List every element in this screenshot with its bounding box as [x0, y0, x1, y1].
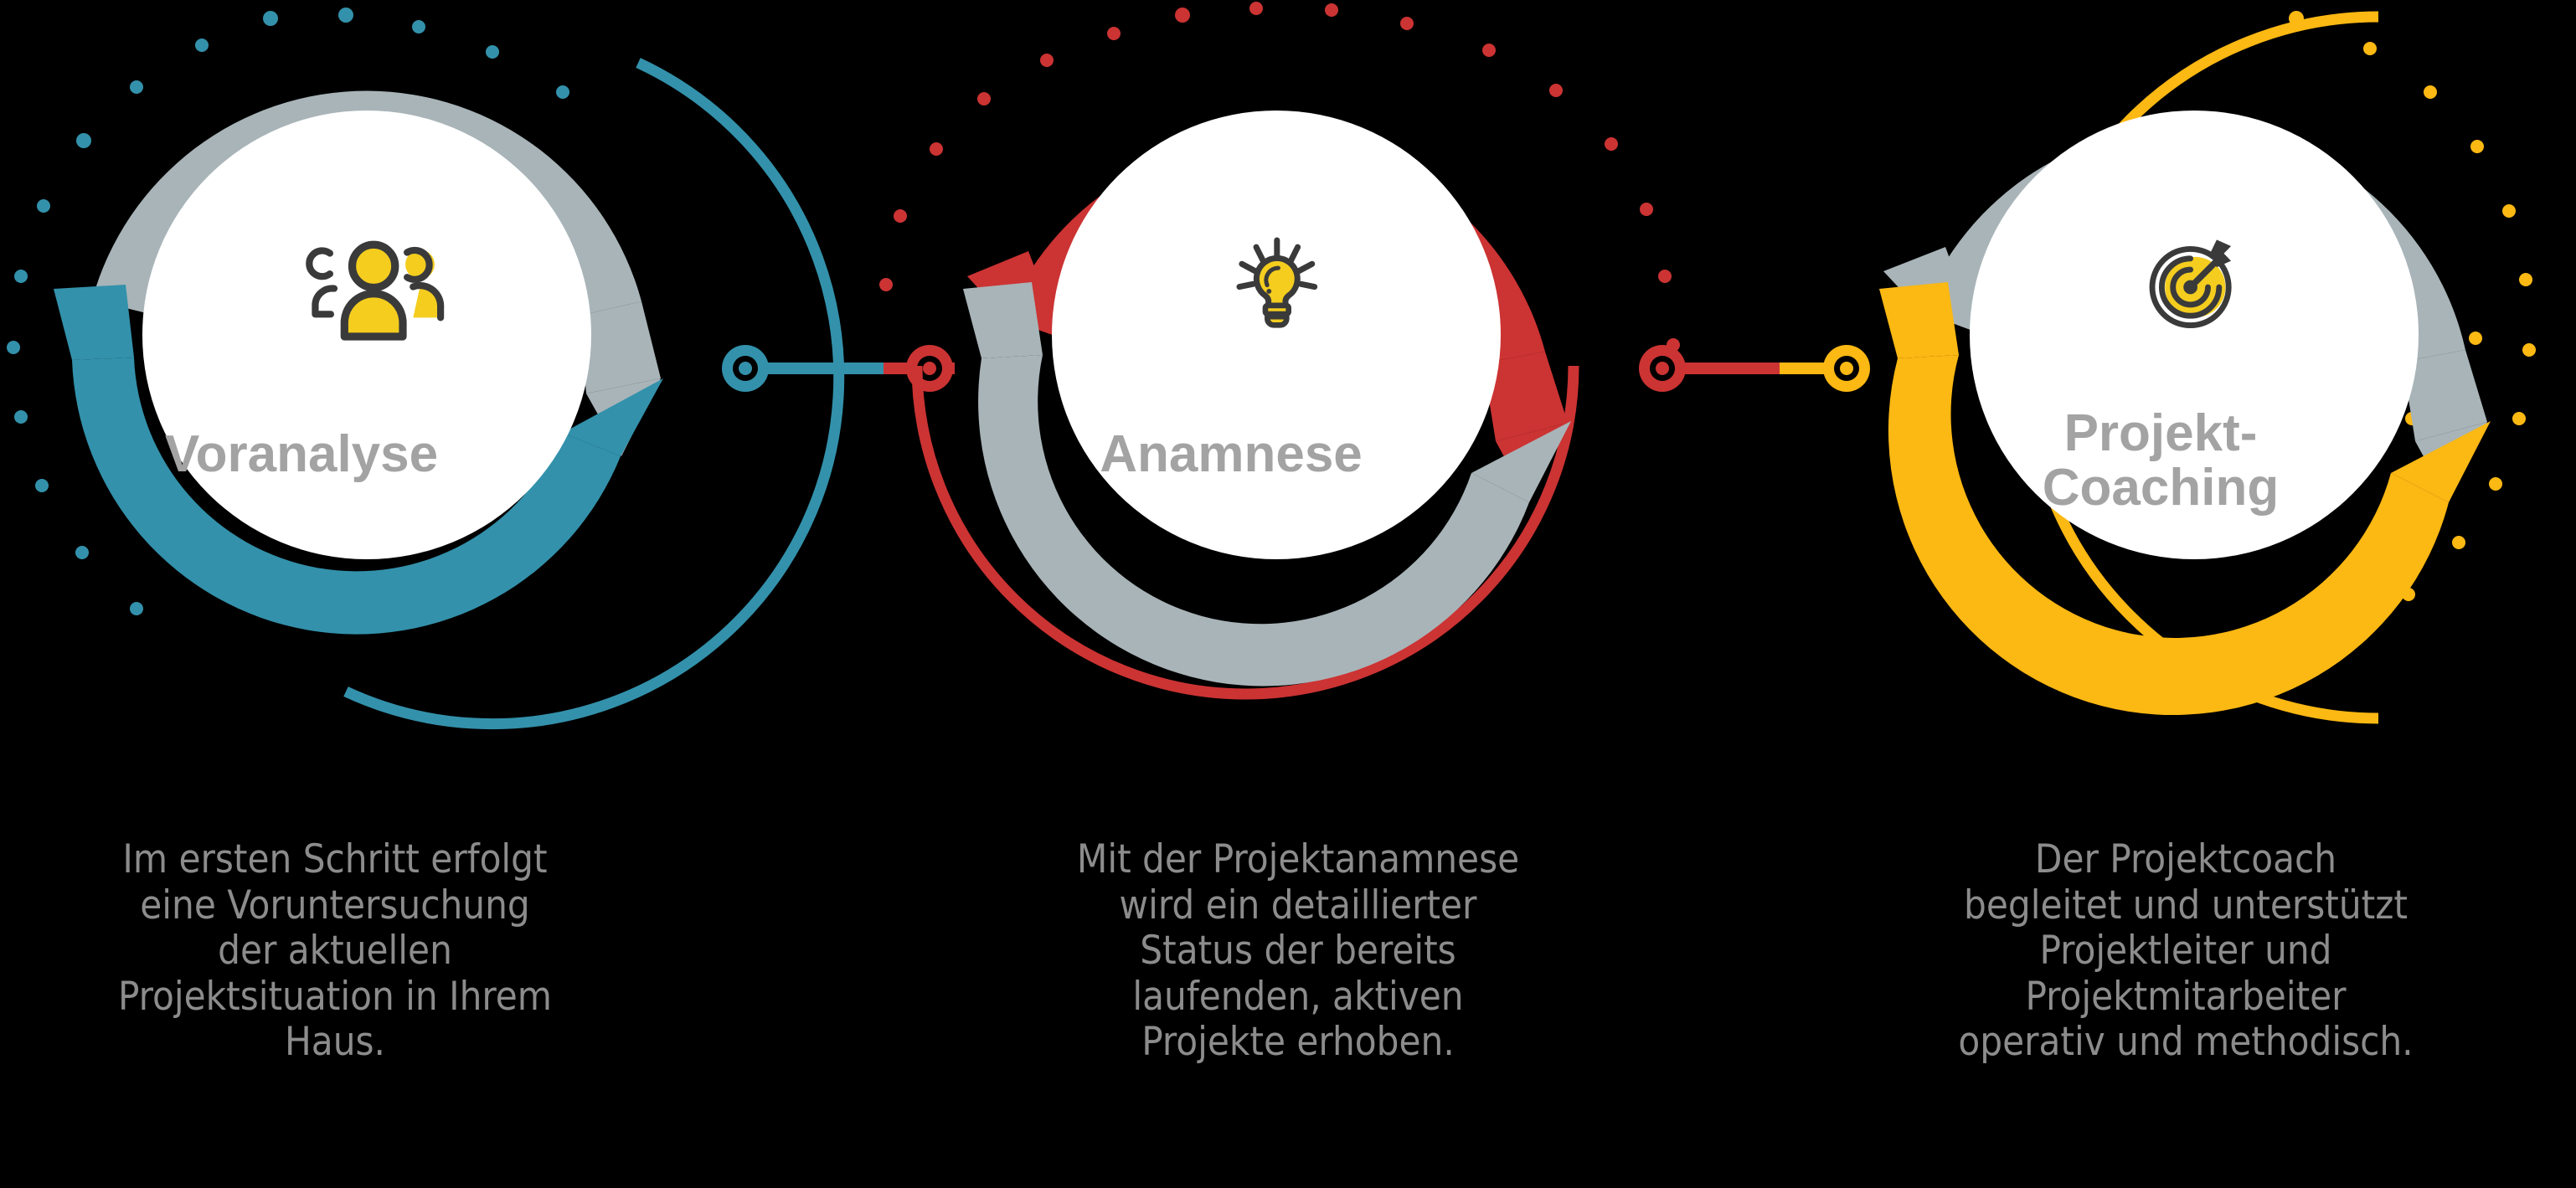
outer-thin-arc [343, 58, 845, 730]
outer-thin-arc [911, 365, 1579, 700]
connector-node-left[interactable] [1639, 345, 1686, 392]
step-node-anamnese[interactable] [879, 2, 1680, 700]
accent-arc-tail [1483, 352, 1568, 441]
accent-arc-tip [1879, 282, 1959, 358]
decorative-dots-teal [7, 8, 569, 615]
step-title-voranalyse: Voranalyse [164, 425, 439, 483]
gray-arc-tip [963, 282, 1043, 358]
accent-ring-arc [72, 357, 621, 635]
connector-node-right[interactable] [1823, 345, 1870, 392]
gray-arc-tail [2403, 350, 2487, 441]
step-description-anamnese: Mit der Projektanamnese wird ein detaill… [1076, 836, 1520, 1066]
step-title-projekt-coaching: Projekt- Coaching [2042, 404, 2280, 517]
step-title-anamnese: Anamnese [1100, 425, 1363, 483]
target-arrow-icon [2149, 239, 2232, 329]
accent-ring-arc [1888, 355, 2449, 716]
connector-2-3 [1639, 345, 1870, 392]
step-disc [1052, 111, 1501, 559]
step-node-voranalyse[interactable] [7, 8, 845, 730]
group-people-icon [306, 240, 445, 341]
decorative-dots-red [879, 2, 1680, 352]
step-node-projekt-coaching[interactable] [1879, 11, 2536, 724]
step-description-projekt-coaching: Der Projektcoach begleitet und unterstüt… [1958, 836, 2414, 1066]
accent-arc-arrowhead [563, 378, 663, 456]
step-disc [1970, 111, 2419, 559]
gray-ring-arc [92, 90, 641, 316]
gray-arc-tip [580, 301, 661, 393]
step-description-voranalyse: Im ersten Schritt erfolgt eine Vorunters… [118, 836, 552, 1066]
accent-arc-arrowhead [2391, 421, 2491, 502]
gray-ring-arc [978, 355, 1529, 687]
lightbulb-icon [1236, 237, 1318, 328]
gray-arc-arrowhead [1471, 421, 1571, 502]
accent-arc-tip [54, 285, 134, 360]
connector-node-left[interactable] [722, 345, 769, 392]
